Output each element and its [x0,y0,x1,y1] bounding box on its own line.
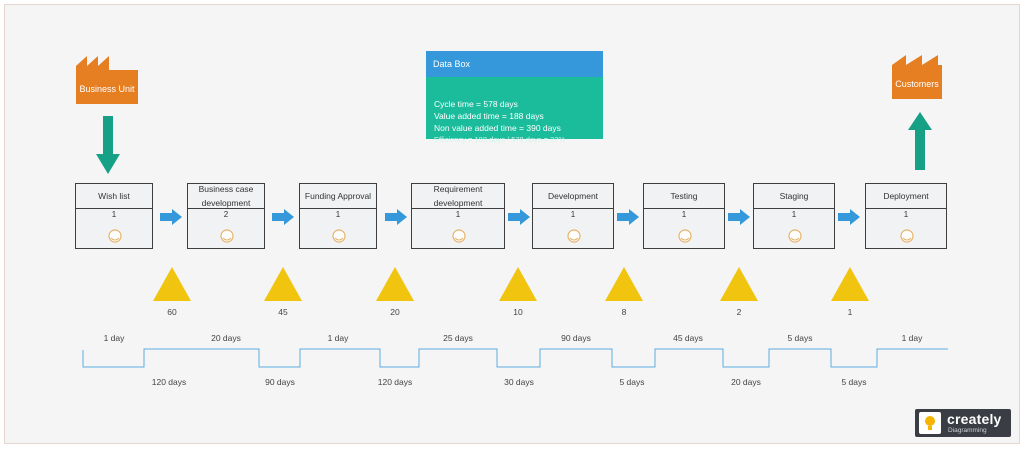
factory-icon [892,55,942,99]
process-box-deployment[interactable]: Deployment 1 [865,183,947,249]
logo-name: creately [947,411,1002,427]
value-added-time: 1 day [327,333,349,343]
inventory-triangle-icon [376,267,414,301]
inventory-count: 60 [167,307,177,317]
process-count: 2 [223,210,229,219]
process-box-development[interactable]: Development 1 [532,183,614,249]
data-box-title: Data Box [426,51,603,77]
wait-time: 20 days [731,377,761,387]
inventory-triangle-icon [499,267,537,301]
flow-arrow-icon [508,209,530,225]
process-name: Development [533,184,613,209]
process-count: 1 [903,210,909,219]
value-added-time: 45 days [673,333,703,343]
inventory-triangle-icon [605,267,643,301]
process-count: 1 [455,210,461,219]
operator-icon [678,229,692,243]
process-count: 1 [681,210,687,219]
flow-arrow-icon [272,209,294,225]
wait-time: 5 days [841,377,867,387]
factory-icon [76,56,138,104]
process-box-staging[interactable]: Staging 1 [753,183,835,249]
inventory-count: 45 [278,307,288,317]
operator-icon [567,229,581,243]
operator-icon [108,229,122,243]
process-box-business-case[interactable]: Business case development 2 [187,183,265,249]
process-name: Wish list [76,184,152,209]
wait-time: 120 days [377,377,413,387]
value-added-time: 5 days [787,333,813,343]
process-count: 1 [570,210,576,219]
process-count: 1 [791,210,797,219]
lightbulb-icon [919,412,941,434]
inventory-count: 1 [847,307,853,317]
flow-arrow-icon [617,209,639,225]
wait-time: 120 days [151,377,187,387]
inventory-count: 2 [736,307,742,317]
supplier-factory: Business Unit [76,56,138,104]
process-count: 1 [111,210,117,219]
logo-tagline: Diagramming [948,427,987,434]
process-box-wish-list[interactable]: Wish list 1 [75,183,153,249]
inventory-triangle-icon [264,267,302,301]
operator-icon [452,229,466,243]
flow-arrow-icon [728,209,750,225]
data-box: Data Box Cycle time = 578 days Value add… [426,51,603,144]
wait-time: 5 days [619,377,645,387]
customer-label: Customers [895,79,939,89]
process-box-funding-approval[interactable]: Funding Approval 1 [299,183,377,249]
flow-arrow-icon [160,209,182,225]
data-box-efficiency: Efficiency = 188 days / 578 days = 32% [434,135,566,144]
diagram-canvas: Business Unit Customers Data Box Cycle t… [4,4,1020,444]
operator-icon [220,229,234,243]
operator-icon [332,229,346,243]
inventory-count: 10 [513,307,523,317]
data-box-non-value-added: Non value added time = 390 days [434,123,561,133]
flow-arrow-icon [385,209,407,225]
timeline-ladder [82,348,948,368]
process-name: Funding Approval [300,184,376,209]
value-added-time: 20 days [211,333,241,343]
value-added-time: 1 day [901,333,923,343]
inventory-triangle-icon [831,267,869,301]
operator-icon [900,229,914,243]
operator-icon [788,229,802,243]
process-name: Testing [644,184,724,209]
flow-arrow-icon [838,209,860,225]
wait-time: 90 days [265,377,295,387]
wait-time: 30 days [504,377,534,387]
data-box-value-added: Value added time = 188 days [434,111,544,121]
inventory-count: 20 [390,307,400,317]
push-arrow-down-icon [96,116,120,174]
process-name: Business case development [188,184,264,209]
value-added-time: 25 days [443,333,473,343]
supplier-label: Business Unit [79,84,135,94]
data-box-cycle-time: Cycle time = 578 days [434,99,518,109]
push-arrow-up-icon [908,112,932,170]
inventory-triangle-icon [153,267,191,301]
customer-factory: Customers [892,55,942,99]
process-name: Staging [754,184,834,209]
process-box-testing[interactable]: Testing 1 [643,183,725,249]
process-count: 1 [335,210,341,219]
process-name: Deployment [866,184,946,209]
value-added-time: 1 day [103,333,125,343]
inventory-triangle-icon [720,267,758,301]
value-added-time: 90 days [561,333,591,343]
process-box-requirement[interactable]: Requirement development 1 [411,183,505,249]
process-name: Requirement development [412,184,504,209]
creately-logo[interactable]: creately Diagramming [915,409,1011,437]
inventory-count: 8 [621,307,627,317]
